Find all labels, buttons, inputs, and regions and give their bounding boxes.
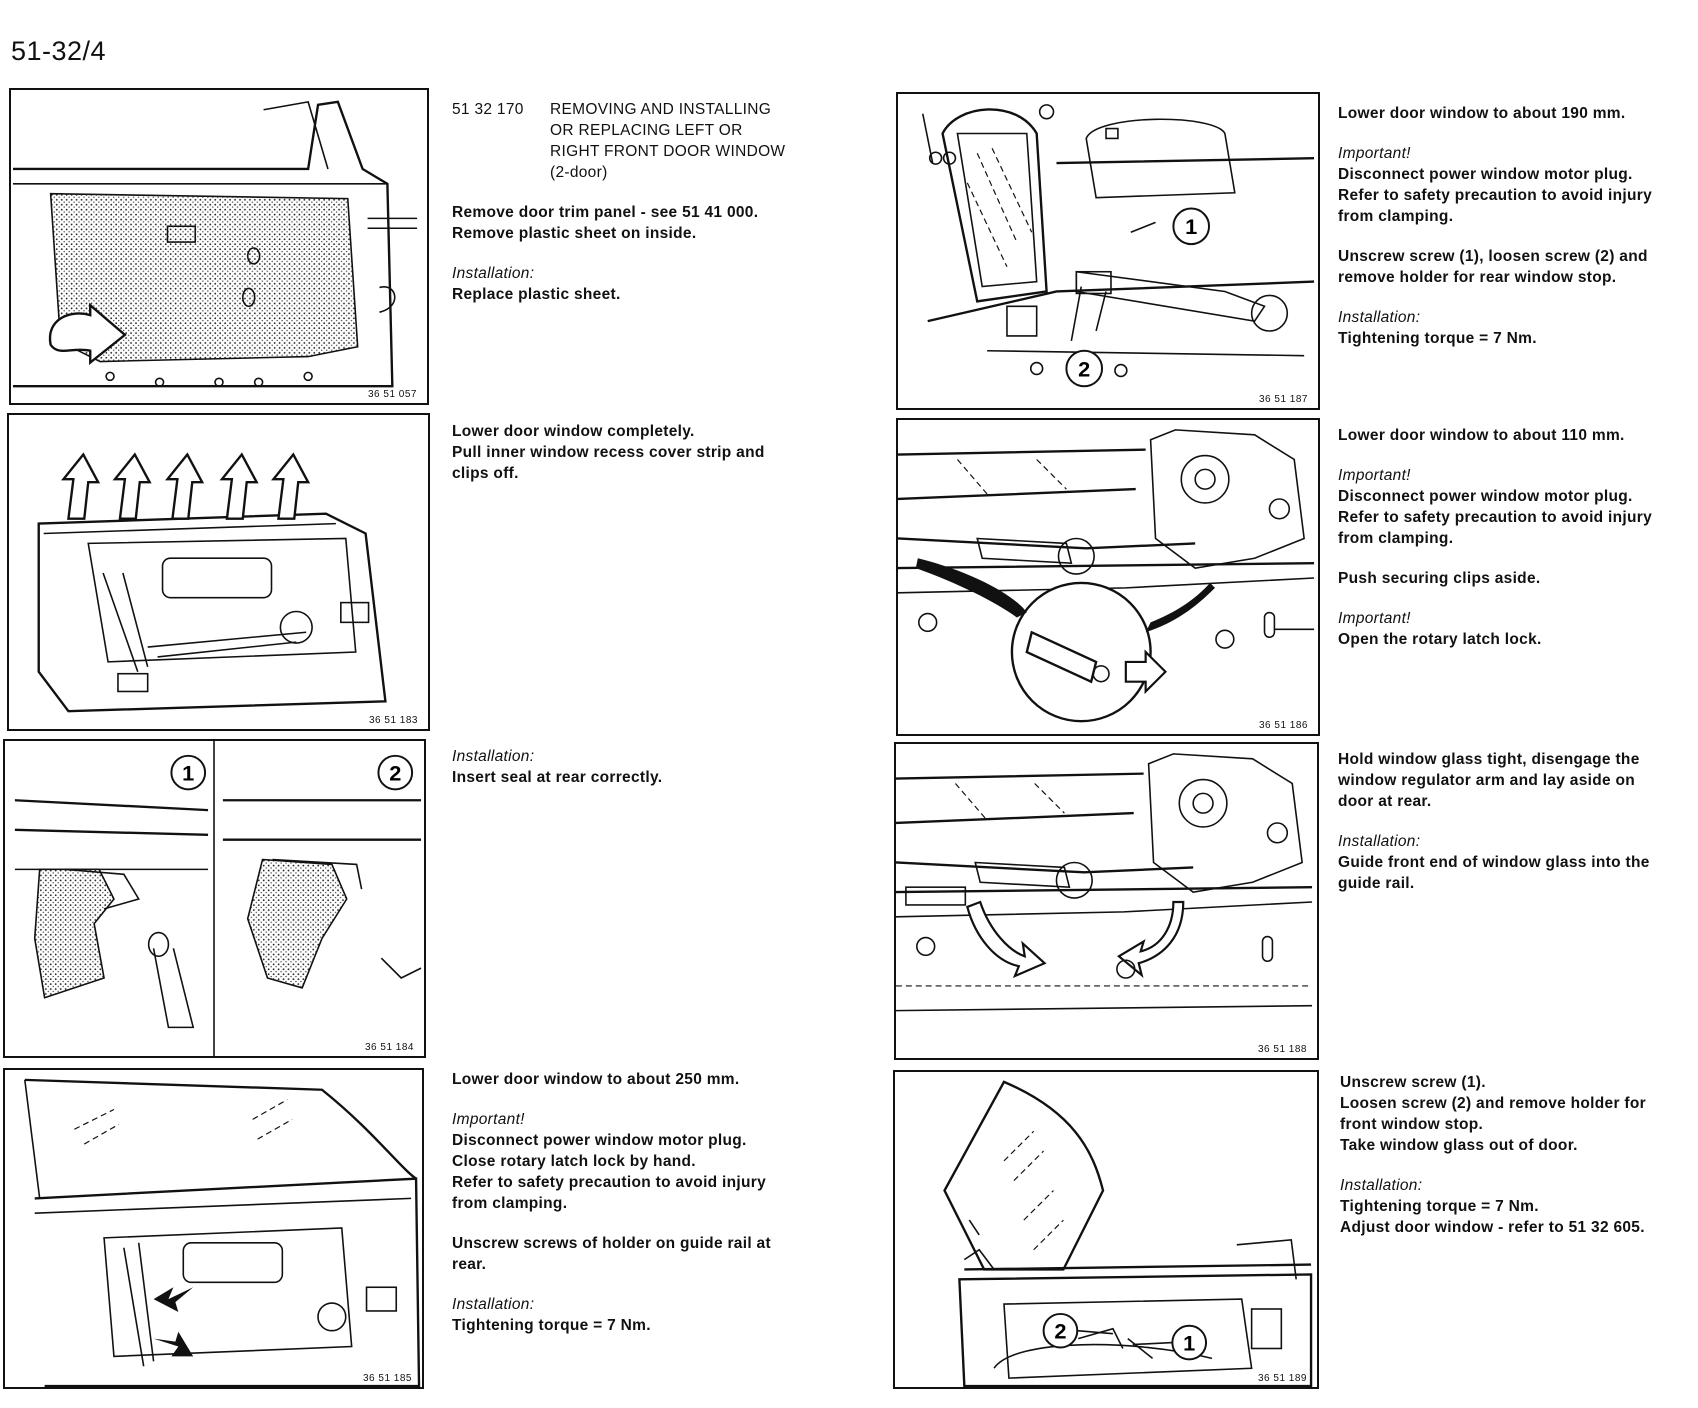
text-block-regulator-arm: Hold window glass tight, disengage the w… [1338, 749, 1693, 913]
step-text: Lower door window to about 190 mm. [1338, 105, 1626, 122]
figure-code: 36 51 189 [1256, 1373, 1309, 1384]
installation-note: Installation: Insert seal at rear correc… [452, 748, 663, 786]
step-text: Lower door window completely. Pull inner… [452, 423, 765, 482]
door-inner-panel-illustration [37, 452, 387, 713]
figure-rear-seal: 1 2 36 51 184 [3, 739, 426, 1058]
securing-clips-illustration [898, 429, 1315, 723]
figure-rear-window-stop: 1 2 36 51 187 [896, 92, 1320, 410]
callout-2: 2 [1054, 1319, 1066, 1344]
step-text: Unscrew screw (1). Loosen screw (2) and … [1340, 1074, 1646, 1154]
figure-securing-clips: 36 51 186 [896, 418, 1320, 736]
callout-1: 1 [1183, 1330, 1195, 1355]
step-text: Push securing clips aside. [1338, 570, 1541, 587]
figure-door-trim-removed: 36 51 057 [9, 88, 429, 405]
figure-front-window-stop: 2 1 36 51 189 [893, 1070, 1319, 1389]
installation-note: Installation: Guide front end of window … [1338, 833, 1650, 892]
installation-note: Installation: Replace plastic sheet. [452, 265, 621, 303]
figure-code: 36 51 184 [363, 1042, 416, 1053]
figure-window-recess-cover: 36 51 183 [7, 413, 430, 731]
figure-code: 36 51 185 [361, 1373, 414, 1384]
important-note: Important! Disconnect power window motor… [1338, 467, 1653, 547]
step-text: Remove door trim panel - see 51 41 000. … [452, 204, 759, 242]
callout-1: 1 [1185, 214, 1197, 239]
rear-window-stop-illustration: 1 2 [921, 104, 1315, 388]
text-block-securing-clips: Lower door window to about 110 mm. Impor… [1338, 425, 1693, 669]
step-text: Unscrew screws of holder on guide rail a… [452, 1235, 771, 1273]
callout-2: 2 [1078, 356, 1090, 381]
figure-code: 36 51 183 [367, 715, 420, 726]
important-note: Important! Disconnect power window motor… [452, 1111, 767, 1212]
text-block-rear-window-stop: Lower door window to about 190 mm. Impor… [1338, 103, 1693, 368]
installation-note: Installation: Tightening torque = 7 Nm. [1338, 309, 1537, 347]
text-block-recess-cover: Lower door window completely. Pull inner… [452, 421, 872, 503]
procedure-code: 51 32 170 [452, 101, 524, 118]
step-text: Lower door window to about 250 mm. [452, 1071, 740, 1088]
text-block-guide-rail: Lower door window to about 250 mm. Impor… [452, 1069, 872, 1355]
step-text: Hold window glass tight, disengage the w… [1338, 751, 1640, 810]
text-block-procedure-intro: 51 32 170 REMOVING AND INSTALLING OR REP… [452, 99, 872, 324]
door-plastic-sheet-illustration [12, 100, 418, 388]
procedure-title: REMOVING AND INSTALLING OR REPLACING LEF… [550, 101, 786, 181]
page-number: 51-32/4 [11, 36, 107, 66]
rear-seal-illustration: 1 2 [14, 741, 422, 1056]
figure-code: 36 51 188 [1256, 1044, 1309, 1055]
figure-code: 36 51 057 [366, 389, 419, 400]
step-text: Lower door window to about 110 mm. [1338, 427, 1625, 444]
step-text: Unscrew screw (1), loosen screw (2) and … [1338, 248, 1648, 286]
regulator-arm-illustration [896, 753, 1313, 1012]
installation-note: Installation: Tightening torque = 7 Nm. [452, 1296, 651, 1334]
important-note: Important! Disconnect power window motor… [1338, 145, 1653, 225]
text-block-rear-seal: Installation: Insert seal at rear correc… [452, 746, 872, 807]
callout-1: 1 [182, 761, 194, 786]
figure-code: 36 51 186 [1257, 720, 1310, 731]
guide-rail-illustration [24, 1078, 421, 1387]
text-block-front-window-stop: Unscrew screw (1). Loosen screw (2) and … [1340, 1072, 1695, 1257]
important-note: Important! Open the rotary latch lock. [1338, 610, 1542, 648]
installation-note: Installation: Tightening torque = 7 Nm. … [1340, 1177, 1645, 1236]
callout-2: 2 [389, 761, 401, 786]
figure-code: 36 51 187 [1257, 394, 1310, 405]
figure-regulator-arm: 36 51 188 [894, 742, 1319, 1060]
figure-guide-rail-holder: 36 51 185 [3, 1068, 424, 1389]
front-window-stop-illustration: 2 1 [943, 1080, 1313, 1387]
